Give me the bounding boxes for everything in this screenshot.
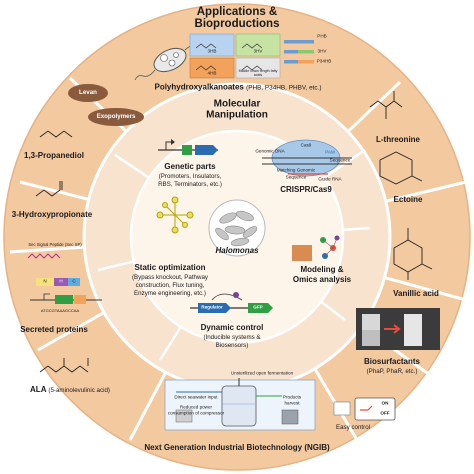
hydroxypropionate-structure-icon xyxy=(35,181,63,197)
propanediol-label: 1,3-Propanediol xyxy=(23,150,85,160)
ectoine-structure-icon xyxy=(379,151,423,185)
threonine-label: L-threonine xyxy=(376,134,420,144)
crispr-pam-sequence: Sequence xyxy=(329,157,351,163)
secreted-box-n: N xyxy=(43,278,47,284)
propanediol-structure-icon xyxy=(39,130,73,138)
static-detail-3: Enzyme engineering, etc.) xyxy=(134,289,206,297)
crispr-pam: PAM xyxy=(325,149,335,155)
biosurfactants-detail: (PhaP, PhaR, etc.) xyxy=(366,367,418,375)
dynamic-title: Dynamic control xyxy=(200,322,264,332)
dynamic-control-graphic xyxy=(190,292,273,313)
pha-copolymer-p34hb: P34HB xyxy=(316,58,332,64)
ala-detail: (5-aminolevulinic acid) xyxy=(48,386,110,394)
ala-structure-icon xyxy=(39,358,89,373)
genetic-parts-graphic xyxy=(158,139,218,155)
genetic-parts-title: Genetic parts xyxy=(164,161,216,171)
signal-peptide-graphic xyxy=(27,253,102,304)
pha-polymer-3hb: 3HB xyxy=(207,48,217,54)
easy-control-label: Easy control xyxy=(335,423,371,431)
ring-middle-title: Molecular Manipulation xyxy=(206,98,268,120)
dynamic-detail-1: (Inducible systems & xyxy=(203,333,261,341)
copolymer-bars-icon xyxy=(284,40,314,64)
dynamic-gfp: GFP xyxy=(253,304,263,310)
outer-bottom-title: Next Generation Industrial Biotechnology… xyxy=(144,442,330,452)
pha-polymer-3hv: 3HV xyxy=(253,48,263,54)
hydroxypropionate-label: 3-Hydroxypropionate xyxy=(11,209,93,219)
polymer-4hb-box xyxy=(189,57,235,79)
crispr-graphic xyxy=(262,139,352,177)
biosurfactant-vials-image xyxy=(356,308,440,350)
outer-top-title: Applications & Bioproductions xyxy=(194,5,280,30)
halomonas-cells-icon xyxy=(215,210,258,247)
static-detail-2: construction, Flux tuning, xyxy=(135,281,205,289)
biosurfactants-label: Biosurfactants xyxy=(363,356,421,366)
crispr-matching-sequence: Sequence xyxy=(285,174,307,180)
static-title: Static optimization xyxy=(134,262,206,272)
center-label: Halomonas xyxy=(215,245,259,255)
modeling-title-1: Modeling & xyxy=(300,264,344,274)
ngib-harvest-1: Products xyxy=(282,394,302,400)
pathway-network-graphic xyxy=(156,196,194,234)
pha-label: Polyhydroxyalkanoates (PHB, P34HB, PHBV,… xyxy=(154,82,322,93)
pha-copolymer-3hv: 3HV xyxy=(317,48,327,54)
pha-detail: (PHB, P34HB, PHBV, etc.) xyxy=(246,84,322,92)
monomer-structure-icons xyxy=(195,43,263,71)
pha-polymer-mcl: Middle chain length fatty acids xyxy=(238,69,278,77)
modeling-title-2: Omics analysis xyxy=(292,274,352,284)
pha-polymer-4hb: 4HB xyxy=(207,70,217,76)
exopolymers-ellipse xyxy=(88,108,144,126)
dynamic-regulator: Regulator xyxy=(201,304,223,310)
ala-label: ALA (5-aminolevulinic acid) xyxy=(30,384,110,395)
ngib-reduced-1: Reduced power xyxy=(179,404,213,410)
vanillic-acid-structure-icon xyxy=(393,228,433,280)
crispr-genomic-dna: Genomic DNA xyxy=(255,148,285,154)
crispr-cas9: Cas9 xyxy=(300,142,312,148)
ngib-harvest-2: harvest xyxy=(284,400,300,406)
ala-name: ALA xyxy=(30,384,47,394)
levan-ellipse xyxy=(68,84,108,102)
secreted-signal-label: Sec Signal Peptide (Sec SP) xyxy=(28,241,82,247)
levan-label: Levan xyxy=(79,88,97,96)
vanillic-label: Vanillic acid xyxy=(393,288,439,298)
secreted-box-c: C xyxy=(72,278,76,284)
ngib-reduced-2: consumption of compressor xyxy=(167,410,225,416)
genetic-parts-detail-1: (Promoters, Insulators, xyxy=(158,172,222,180)
secreted-box-h: H xyxy=(59,278,63,284)
dynamic-detail-2: Biosensors) xyxy=(215,341,249,349)
crispr-guide-rna: Guide RNA xyxy=(318,176,342,182)
ngib-unsterilized: Unsterilized open fermentation xyxy=(230,370,294,376)
exopolymers-label: Exopolymers xyxy=(96,112,136,120)
control-switch-icon xyxy=(333,397,396,421)
secreted-sequence: ATGCGTAAAGCCAA xyxy=(40,307,80,313)
ectoine-label: Ectoine xyxy=(393,194,423,204)
secreted-label: Secreted proteins xyxy=(20,324,88,334)
crispr-title: CRISPR/Cas9 xyxy=(280,184,332,194)
control-on: ON xyxy=(381,400,389,406)
control-off: OFF xyxy=(380,410,390,416)
threonine-structure-icon xyxy=(369,91,403,119)
static-detail-1: (Bypass knockout, Pathway xyxy=(131,273,209,281)
pha-copolymer-phb: PHB xyxy=(317,33,327,39)
crispr-matching: Matching Genomic xyxy=(276,167,316,173)
genetic-parts-detail-2: RBS, Terminators, etc.) xyxy=(158,180,222,188)
ngib-seawater: Direct seawater input xyxy=(174,394,218,400)
polymer-mcl-box xyxy=(235,57,281,79)
fermenter-drawing xyxy=(164,378,316,431)
pha-name: Polyhydroxyalkanoates xyxy=(154,82,244,92)
omics-network-graphic xyxy=(292,235,340,261)
